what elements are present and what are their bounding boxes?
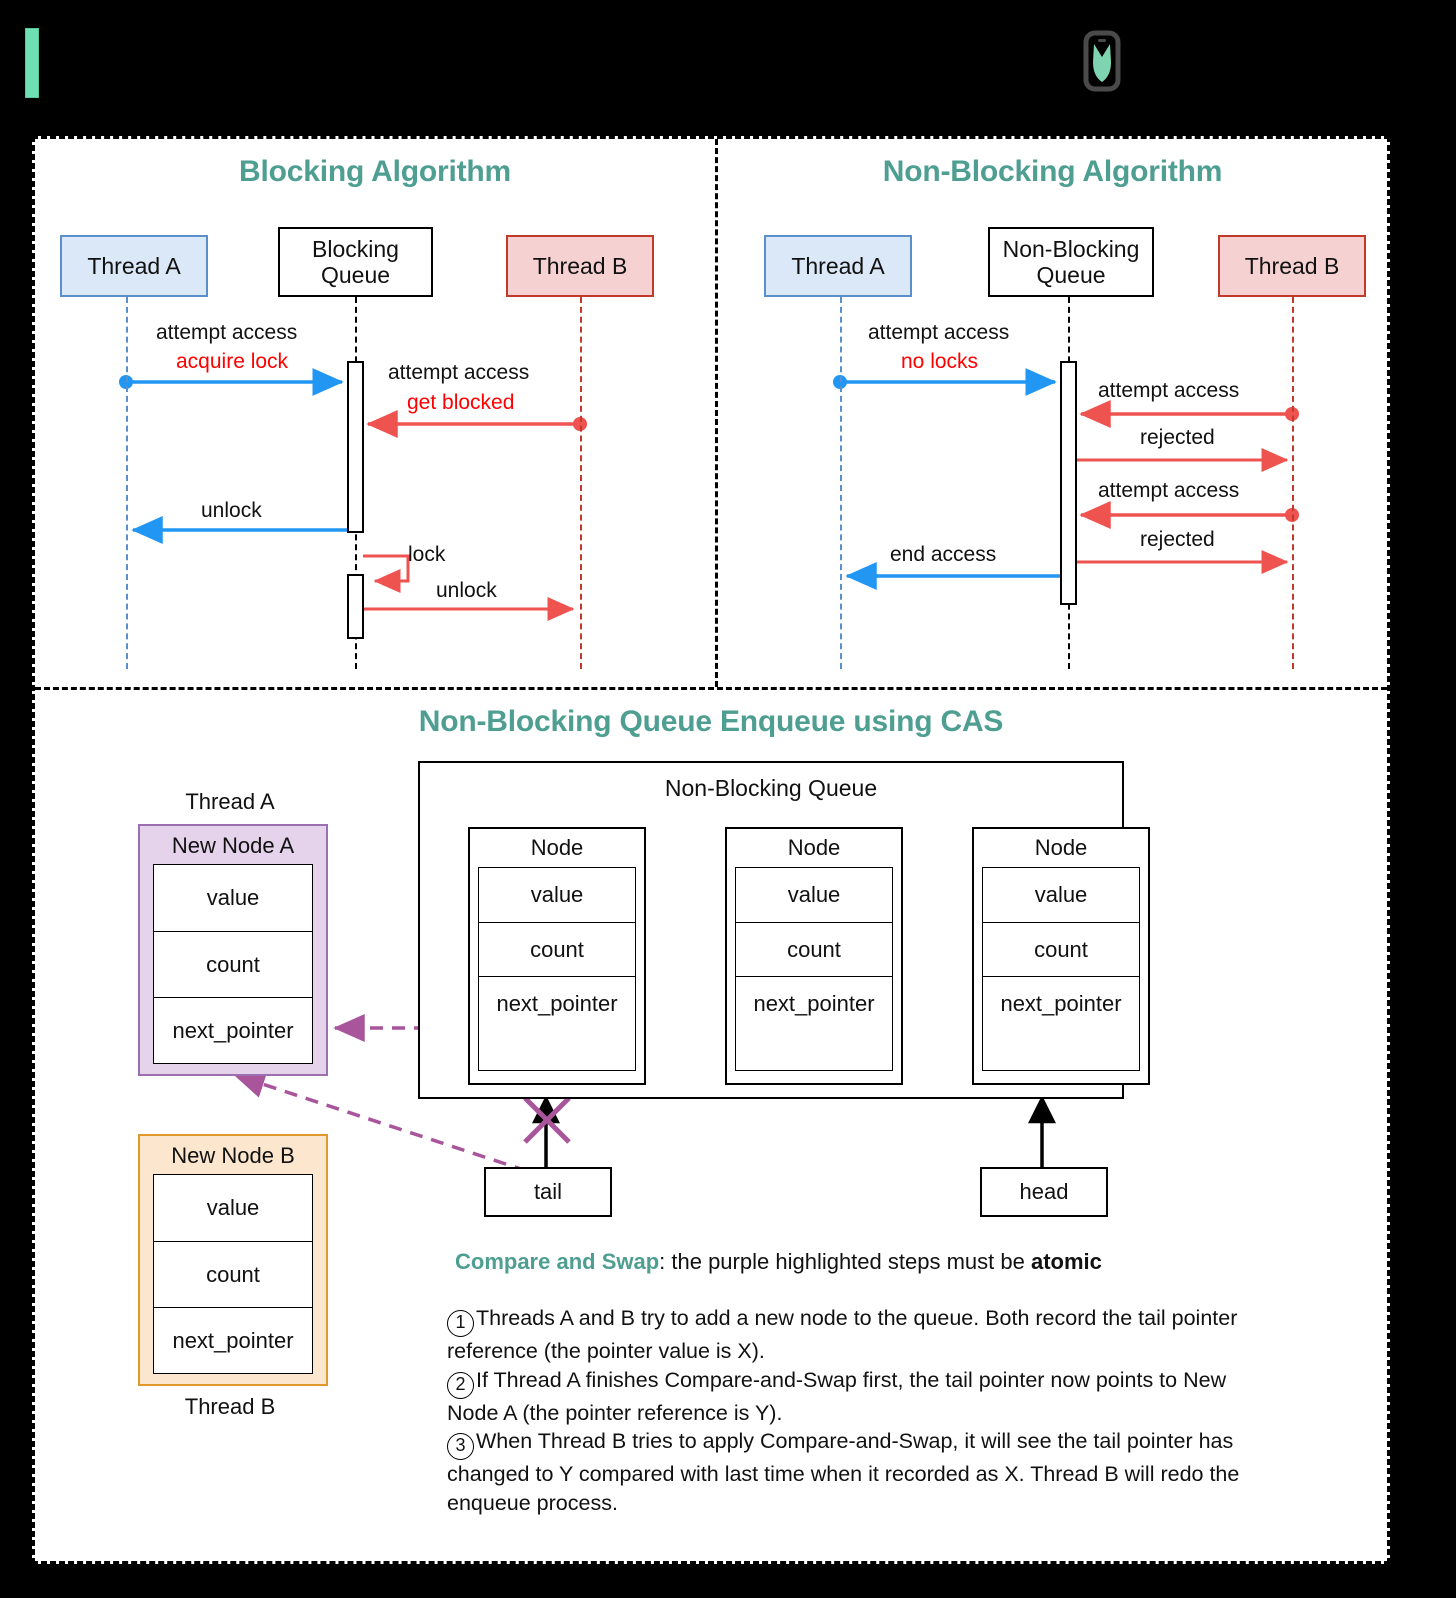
- blocking-msg-5-label: unlock: [436, 579, 497, 602]
- blocking-msg-1-sublabel: acquire lock: [176, 350, 289, 373]
- blocking-msg-1-label: attempt access: [156, 321, 298, 344]
- blocking-activation-1: [347, 361, 364, 533]
- cas-step-2-text: If Thread A finishes Compare-and-Swap fi…: [447, 1367, 1227, 1425]
- node-2-title: Node: [787, 835, 841, 860]
- node-2-field-value: value: [787, 882, 841, 907]
- nonblocking-lifeline-a: [840, 297, 842, 669]
- new-node-b-field-value: value: [206, 1195, 260, 1220]
- blocking-panel-title: Blocking Algorithm: [239, 155, 511, 188]
- cas-note: Compare and Swap: the purple highlighted…: [455, 1249, 1102, 1275]
- nonblocking-queue-label-line2: Queue: [1036, 262, 1106, 288]
- cas-step-2-number: 2: [447, 1371, 474, 1399]
- accent-bar: [25, 28, 39, 98]
- new-node-a: New Node A value count next_pointer: [138, 824, 328, 1076]
- node-2: Node value count next_pointer: [725, 827, 903, 1085]
- nonblocking-msg-1-label: attempt access: [868, 321, 1010, 344]
- thread-a-owner-label: Thread A: [185, 789, 275, 814]
- new-node-b-fields: value count next_pointer: [153, 1174, 313, 1374]
- nonblocking-queue-label-line1: Non-Blocking: [1002, 235, 1140, 262]
- nonblocking-thread-b-box: Thread B: [1218, 235, 1366, 297]
- tail-pointer-box: tail: [484, 1167, 612, 1217]
- nonblocking-queue-container-title: Non-Blocking Queue: [664, 775, 878, 801]
- nonblocking-thread-a-box: Thread A: [764, 235, 912, 297]
- node-3-fields: value count next_pointer: [982, 867, 1140, 1071]
- cas-step-3-text: When Thread B tries to apply Compare-and…: [447, 1429, 1240, 1515]
- node-3-field-value: value: [1034, 882, 1088, 907]
- new-node-b-field-count: count: [154, 1241, 312, 1307]
- cas-step-1-text: Threads A and B try to add a new node to…: [447, 1306, 1238, 1363]
- node-1-field-next-pointer: next_pointer: [479, 976, 635, 1030]
- nonblocking-lifeline-b: [1292, 297, 1294, 669]
- blocking-msg-2-sublabel: get blocked: [407, 391, 515, 414]
- node-1-title: Node: [530, 835, 584, 860]
- nonblocking-thread-b-label: Thread B: [1244, 252, 1340, 279]
- node-3: Node value count next_pointer: [972, 827, 1150, 1085]
- nonblocking-activation: [1060, 361, 1077, 605]
- top-black-bar: [0, 0, 1456, 132]
- node-1-fields: value count next_pointer: [478, 867, 636, 1071]
- blocking-lifeline-a: [126, 297, 128, 669]
- nonblocking-msg-6-label: end access: [890, 543, 997, 566]
- new-node-b-title: New Node B: [171, 1143, 295, 1168]
- new-node-a-title: New Node A: [171, 833, 295, 858]
- blocking-lifeline-b: [580, 297, 582, 669]
- blocking-thread-a-box: Thread A: [60, 235, 208, 297]
- diagram-canvas: New Node A (purple dashed) --> New Node …: [32, 136, 1390, 1564]
- nonblocking-thread-a-label: Thread A: [791, 252, 885, 279]
- new-node-a-field-value: value: [206, 885, 260, 910]
- nonblocking-msg-3-label: rejected: [1140, 426, 1215, 449]
- blocking-msg-3-label: unlock: [201, 499, 262, 522]
- blocking-msg-4-label: lock: [408, 543, 446, 566]
- tulip-logo-icon: [1083, 30, 1121, 92]
- nonblocking-msg-4-label: attempt access: [1098, 479, 1240, 502]
- nonblocking-queue-box: Non-Blocking Queue: [988, 227, 1154, 297]
- node-3-field-count: count: [983, 922, 1139, 976]
- horizontal-divider: [35, 687, 1387, 690]
- nonblocking-msg-5-label: rejected: [1140, 528, 1215, 551]
- thread-b-owner-label: Thread B: [184, 1394, 276, 1419]
- bottom-section-title: Non-Blocking Queue Enqueue using CAS: [418, 705, 1004, 738]
- blocking-activation-2: [347, 574, 364, 639]
- node-1-field-value: value: [530, 882, 584, 907]
- blocking-thread-b-box: Thread B: [506, 235, 654, 297]
- cas-note-middle: : the purple highlighted steps must be: [659, 1249, 1031, 1274]
- nonblocking-msg-1-sublabel: no locks: [901, 350, 979, 373]
- node-2-field-next-pointer: next_pointer: [736, 976, 892, 1030]
- node-1: Node value count next_pointer: [468, 827, 646, 1085]
- node-2-field-count: count: [736, 922, 892, 976]
- nonblocking-panel-title: Non-Blocking Algorithm: [882, 155, 1223, 188]
- node-3-field-next-pointer: next_pointer: [983, 976, 1139, 1030]
- new-node-a-field-count: count: [154, 931, 312, 997]
- new-node-b: New Node B value count next_pointer: [138, 1134, 328, 1386]
- new-node-b-field-next-pointer: next_pointer: [154, 1307, 312, 1373]
- node-1-field-count: count: [479, 922, 635, 976]
- head-pointer-box: head: [980, 1167, 1108, 1217]
- cas-note-emphasis: atomic: [1030, 1249, 1102, 1274]
- blocking-queue-box: Blocking Queue: [278, 227, 433, 297]
- blocking-queue-label-line2: Queue: [320, 262, 391, 288]
- cas-note-heading: Compare and Swap: [455, 1249, 660, 1274]
- new-node-a-fields: value count next_pointer: [153, 864, 313, 1064]
- cas-step-1-number: 1: [447, 1310, 474, 1337]
- blocking-msg-2-label: attempt access: [388, 361, 530, 384]
- vertical-divider: [715, 139, 718, 687]
- blocking-thread-b-label: Thread B: [532, 252, 628, 279]
- node-3-title: Node: [1034, 835, 1088, 860]
- cas-step-3-number: 3: [447, 1433, 474, 1461]
- new-node-a-field-next-pointer: next_pointer: [154, 997, 312, 1063]
- blocking-queue-label-line1: Blocking: [312, 235, 399, 262]
- node-2-fields: value count next_pointer: [735, 867, 893, 1071]
- nonblocking-msg-2-label: attempt access: [1098, 379, 1240, 402]
- blocking-thread-a-label: Thread A: [87, 252, 181, 279]
